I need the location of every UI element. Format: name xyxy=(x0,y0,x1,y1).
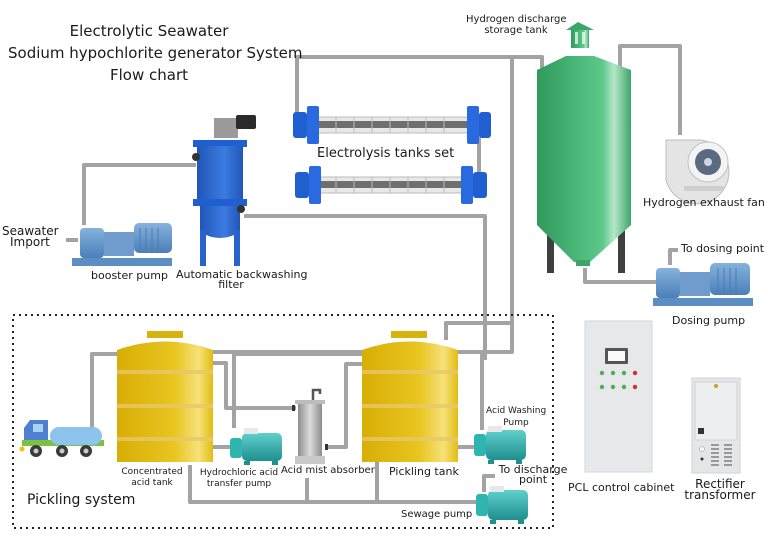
concentrated-acid-tank-label-line-2: acid tank xyxy=(131,478,173,489)
rectifier-transformer-label: Rectifier transformer xyxy=(680,477,760,502)
title-line-2: Sodium hypochlorite generator System xyxy=(8,43,303,62)
acid-mist-absorber-label: Acid mist absorber xyxy=(281,465,375,476)
pickling-tank xyxy=(362,331,458,462)
indicator-light-green xyxy=(621,384,627,390)
backwash-filter-label: Automatic backwashing filter xyxy=(176,268,308,292)
hydrogen-tank-label-line-2: storage tank xyxy=(484,24,548,36)
seawater-label-line-2: Import xyxy=(10,235,50,250)
to-discharge-point-label: To discharge point xyxy=(498,463,568,486)
booster-pump-label: booster pump xyxy=(91,269,168,282)
hydrogen-exhaust-fan xyxy=(665,139,730,205)
pipe-hclpump-up xyxy=(232,352,362,428)
rectifier-transformer xyxy=(691,377,741,474)
backwash-filter-label-line-2: filter xyxy=(218,278,244,292)
concentrated-acid-tank xyxy=(117,331,213,462)
pipe-filter-outlet xyxy=(244,214,487,360)
to-dosing-point-label: To dosing point xyxy=(681,242,765,255)
sewage-pump xyxy=(476,486,528,524)
pipe-dosing-out xyxy=(668,248,678,265)
hydrogen-storage-tank xyxy=(537,22,631,273)
concentrated-acid-tank-label: Concentrated acid tank xyxy=(117,467,187,490)
indicator-lights xyxy=(599,370,638,390)
pickling-system-boundary xyxy=(12,314,554,529)
pipe-tank-to-dosing xyxy=(583,268,660,284)
hcl-transfer-pump-label-line-1: Hydrochloric acid xyxy=(199,468,279,478)
acid-tanker-truck xyxy=(19,420,104,457)
plc-cabinet-label: PCL control cabinet xyxy=(568,481,675,494)
seawater-import-label: Seawater Import xyxy=(2,224,59,250)
indicator-light-green xyxy=(599,384,605,390)
pipe-sewage-out xyxy=(482,474,495,492)
to-discharge-label-line-1: To discharge xyxy=(498,463,568,476)
pipe-truck-to-acidtank xyxy=(90,352,118,430)
title-line-3: Flow chart xyxy=(109,65,188,84)
pipe-tank-to-fan xyxy=(618,44,682,135)
hydrochloric-acid-transfer-pump xyxy=(230,428,282,465)
electrolysis-tanks-label: Electrolysis tanks set xyxy=(317,146,455,161)
pipe-absorber-to-pickling xyxy=(326,362,362,449)
acid-washing-pump xyxy=(474,426,526,464)
rectifier-label-line-2: transformer xyxy=(684,487,756,502)
acid-washing-pump-label-line-2: Pump xyxy=(503,417,529,428)
hcl-transfer-pump-label: Hydrochloric acid transfer pump xyxy=(196,468,282,491)
pickling-system-label: Pickling system xyxy=(27,492,136,508)
acid-washing-pump-label: Acid Washing Pump xyxy=(486,406,546,429)
indicator-light-green xyxy=(621,370,627,376)
hcl-transfer-pump-label-line-2: transfer pump xyxy=(206,479,272,490)
hydrogen-fan-label: Hydrogen exhaust fan xyxy=(643,196,765,209)
indicator-light-red xyxy=(632,370,638,376)
acid-mist-absorber xyxy=(292,388,328,464)
dosing-pump xyxy=(653,263,753,306)
rectifier-label-line-1: Rectifier xyxy=(695,477,745,491)
diagram-title: Electrolytic Seawater Sodium hypochlorit… xyxy=(8,21,303,86)
pipe-top-header xyxy=(295,55,544,118)
seawater-label-line-1: Seawater xyxy=(2,224,59,238)
backwash-filter-label-line-1: Automatic backwashing xyxy=(176,268,308,281)
indicator-light-green xyxy=(610,384,616,390)
dosing-pump-label: Dosing pump xyxy=(672,314,746,327)
pipe-bottom-return xyxy=(188,465,480,504)
pipe-acidtank-side xyxy=(212,361,296,410)
indicator-light-red xyxy=(632,384,638,390)
pipe-booster-to-filter xyxy=(82,163,196,225)
plc-control-cabinet xyxy=(584,320,653,473)
concentrated-acid-tank-label-line-1: Concentrated xyxy=(121,467,183,477)
automatic-backwashing-filter xyxy=(192,115,256,266)
pickling-tank-label: Pickling tank xyxy=(389,465,459,478)
booster-pump xyxy=(72,223,172,266)
indicator-light-green xyxy=(599,370,605,376)
electrolysis-tank-lower xyxy=(295,166,487,204)
electrolysis-tank-upper xyxy=(293,106,491,144)
hydrogen-tank-label-line-1: Hydrogen discharge xyxy=(466,14,567,25)
title-line-1: Electrolytic Seawater xyxy=(69,22,229,40)
to-discharge-label-line-2: point xyxy=(518,472,548,486)
hydrogen-tank-label: Hydrogen discharge storage tank xyxy=(466,14,567,36)
pipe-pickling-top xyxy=(444,321,512,340)
sewage-pump-label: Sewage pump xyxy=(401,509,473,520)
acid-washing-pump-label-line-1: Acid Washing xyxy=(486,406,547,416)
indicator-light-green xyxy=(610,370,616,376)
